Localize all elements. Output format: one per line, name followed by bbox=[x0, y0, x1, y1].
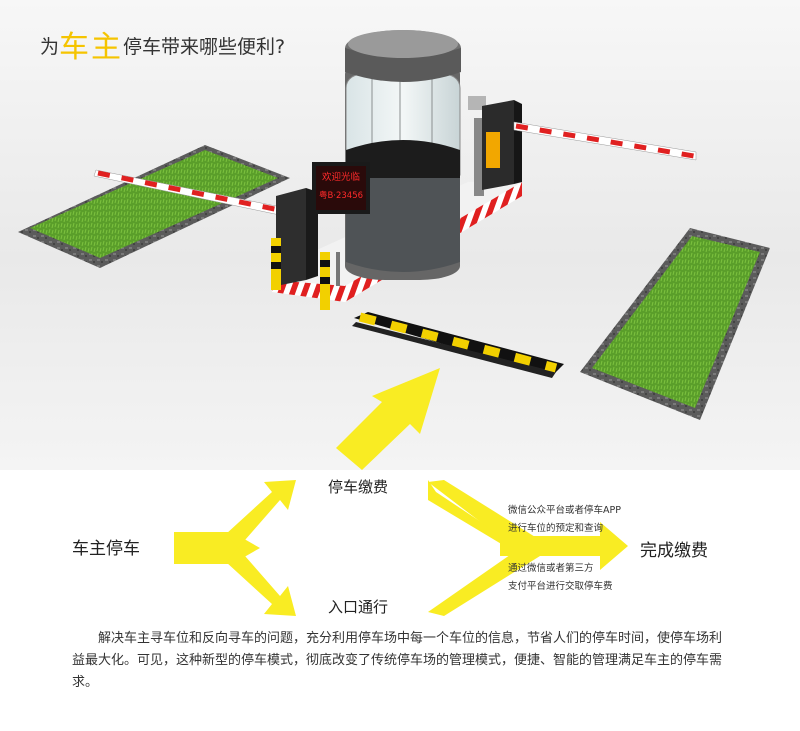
speed-bump bbox=[352, 312, 564, 378]
right-planter bbox=[580, 228, 770, 420]
note-top-line1: 微信公众平台或者停车APP bbox=[508, 505, 621, 516]
right-gate-cabinet bbox=[468, 96, 522, 196]
upper-branch-arrow bbox=[226, 480, 296, 548]
note-top-line2: 进行车位的预定和查询 bbox=[508, 523, 604, 534]
right-barrier-arm bbox=[513, 121, 697, 161]
lower-merge-arrow bbox=[428, 548, 540, 616]
lower-branch-arrow bbox=[226, 548, 296, 616]
note-bottom-line1: 通过微信或者第三方 bbox=[508, 563, 594, 574]
flow-start-label: 车主停车 bbox=[72, 539, 140, 559]
description-paragraph: 解决车主寻车位和反向寻车的问题，充分利用停车场中每一个车位的信息，节省人们的停车… bbox=[72, 631, 723, 690]
toll-booth bbox=[345, 30, 461, 280]
left-planter bbox=[18, 145, 290, 268]
title-highlight: 车主 bbox=[59, 30, 124, 65]
page-title: 为车主停车带来哪些便利? bbox=[40, 22, 285, 66]
end-arrow bbox=[500, 522, 628, 570]
flow-arrows bbox=[174, 480, 628, 616]
note-bottom-line2: 支付平台进行交取停车费 bbox=[508, 581, 613, 592]
led-sign bbox=[312, 162, 370, 286]
title-suffix: 停车带来哪些便利? bbox=[123, 36, 286, 58]
led-sign-text: 欢迎光临 粤B·23456 bbox=[316, 169, 366, 205]
flow-end-label: 完成缴费 bbox=[640, 541, 708, 561]
led-sign-line1: 欢迎光临 bbox=[321, 172, 360, 183]
bollards bbox=[271, 238, 330, 310]
pavement-arrow bbox=[336, 368, 440, 470]
flow-upper-label: 停车缴费 bbox=[328, 478, 389, 496]
led-sign-line2: 粤B·23456 bbox=[318, 191, 364, 201]
title-prefix: 为 bbox=[40, 36, 60, 58]
flow-lower-label: 入口通行 bbox=[328, 598, 389, 616]
left-gate-cabinet bbox=[276, 188, 318, 286]
